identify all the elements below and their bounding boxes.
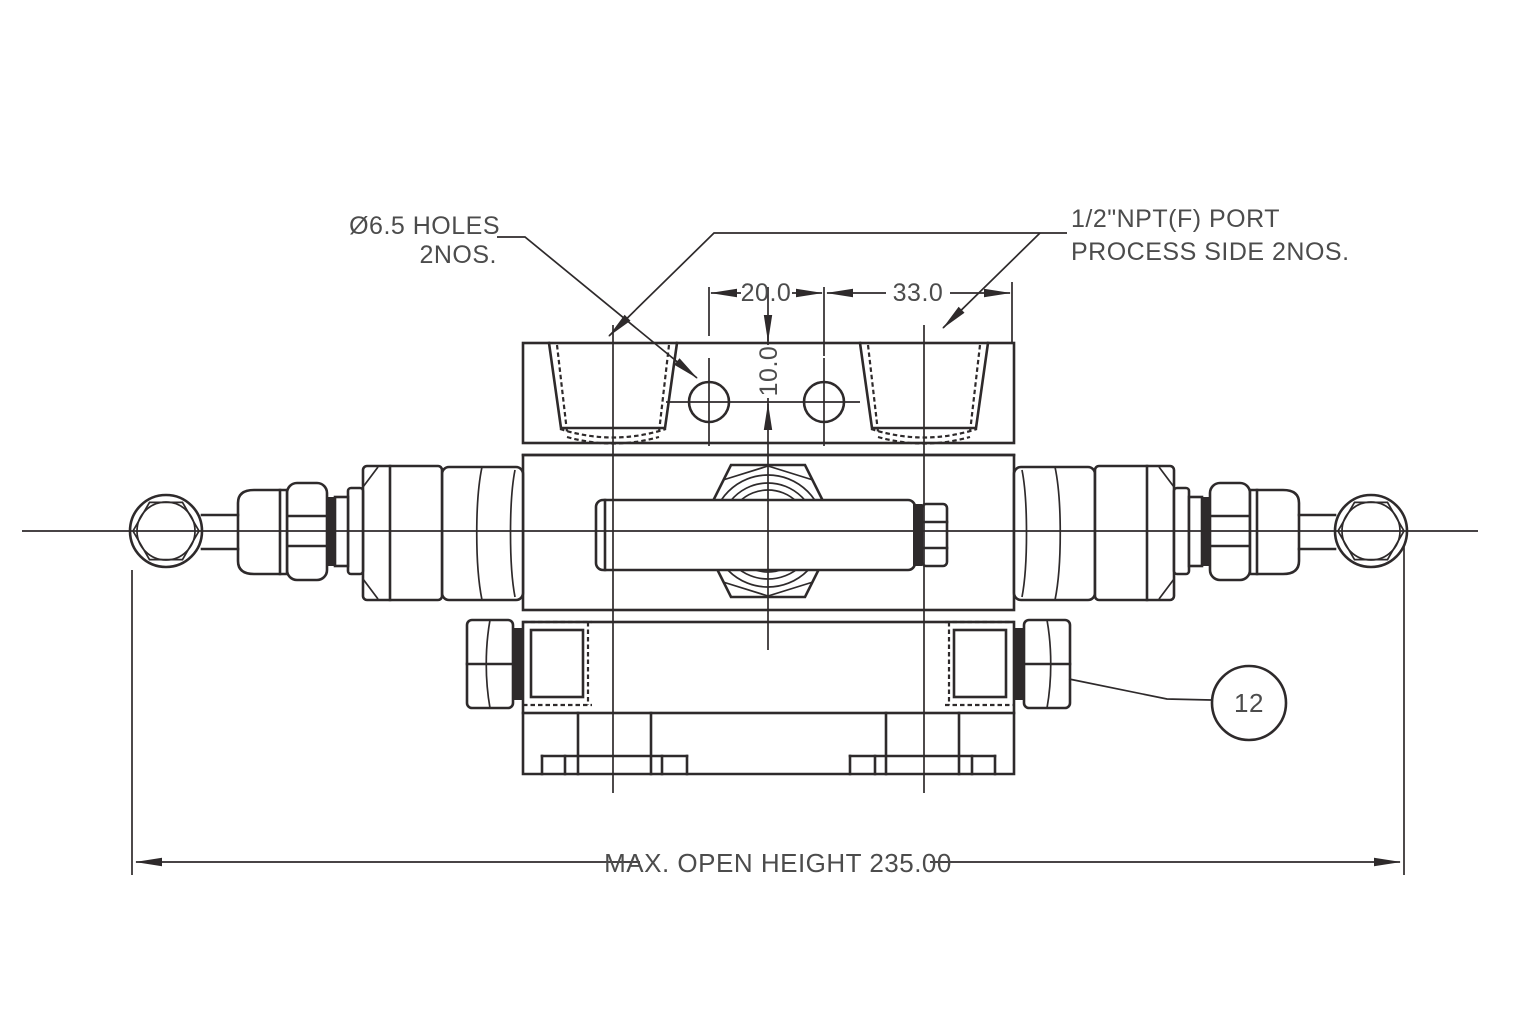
port-note-leader-right: [942, 232, 1041, 329]
left-bonnet-hex: [361, 464, 444, 602]
balloon-number: 12: [1234, 688, 1264, 718]
center-handle-bar: [594, 498, 917, 572]
port-note-line1: 1/2"NPT(F) PORT: [1071, 205, 1280, 233]
holes-note-line1: Ø6.5 HOLES: [349, 212, 500, 240]
right-drain-plug: [945, 618, 1072, 710]
holes-note-line2: 2NOS.: [419, 241, 497, 269]
dim-max-open-height: MAX. OPEN HEIGHT 235.00: [604, 848, 952, 878]
left-valve-assembly: [128, 464, 525, 602]
port-note-line2: PROCESS SIDE 2NOS.: [1071, 238, 1350, 266]
handle-end-nut: [920, 502, 949, 568]
holes-note-leader: [497, 236, 698, 379]
dim-hole-spacing: 20.0: [741, 279, 792, 307]
annotations: Ø6.5 HOLES 2NOS. 1/2"NPT(F) PORT PROCESS…: [349, 205, 1350, 742]
balloon-circle: [1210, 664, 1288, 742]
dimensions: 20.0 33.0 10.0 MAX. OPEN HEIGHT 235.00: [131, 279, 1405, 878]
dim-port-to-edge: 33.0: [893, 279, 944, 307]
mounting-bracket: [521, 711, 1016, 776]
left-drain-plug: [465, 618, 592, 710]
right-bonnet-hex: [1093, 464, 1176, 602]
dim-hole-offset: 10.0: [755, 346, 783, 397]
left-handle-hub: [236, 488, 289, 576]
right-valve-assembly: [1012, 464, 1409, 602]
balloon-leader: [1068, 678, 1212, 701]
right-handle-hub: [1248, 488, 1301, 576]
port-note-leader-left: [608, 232, 1067, 337]
